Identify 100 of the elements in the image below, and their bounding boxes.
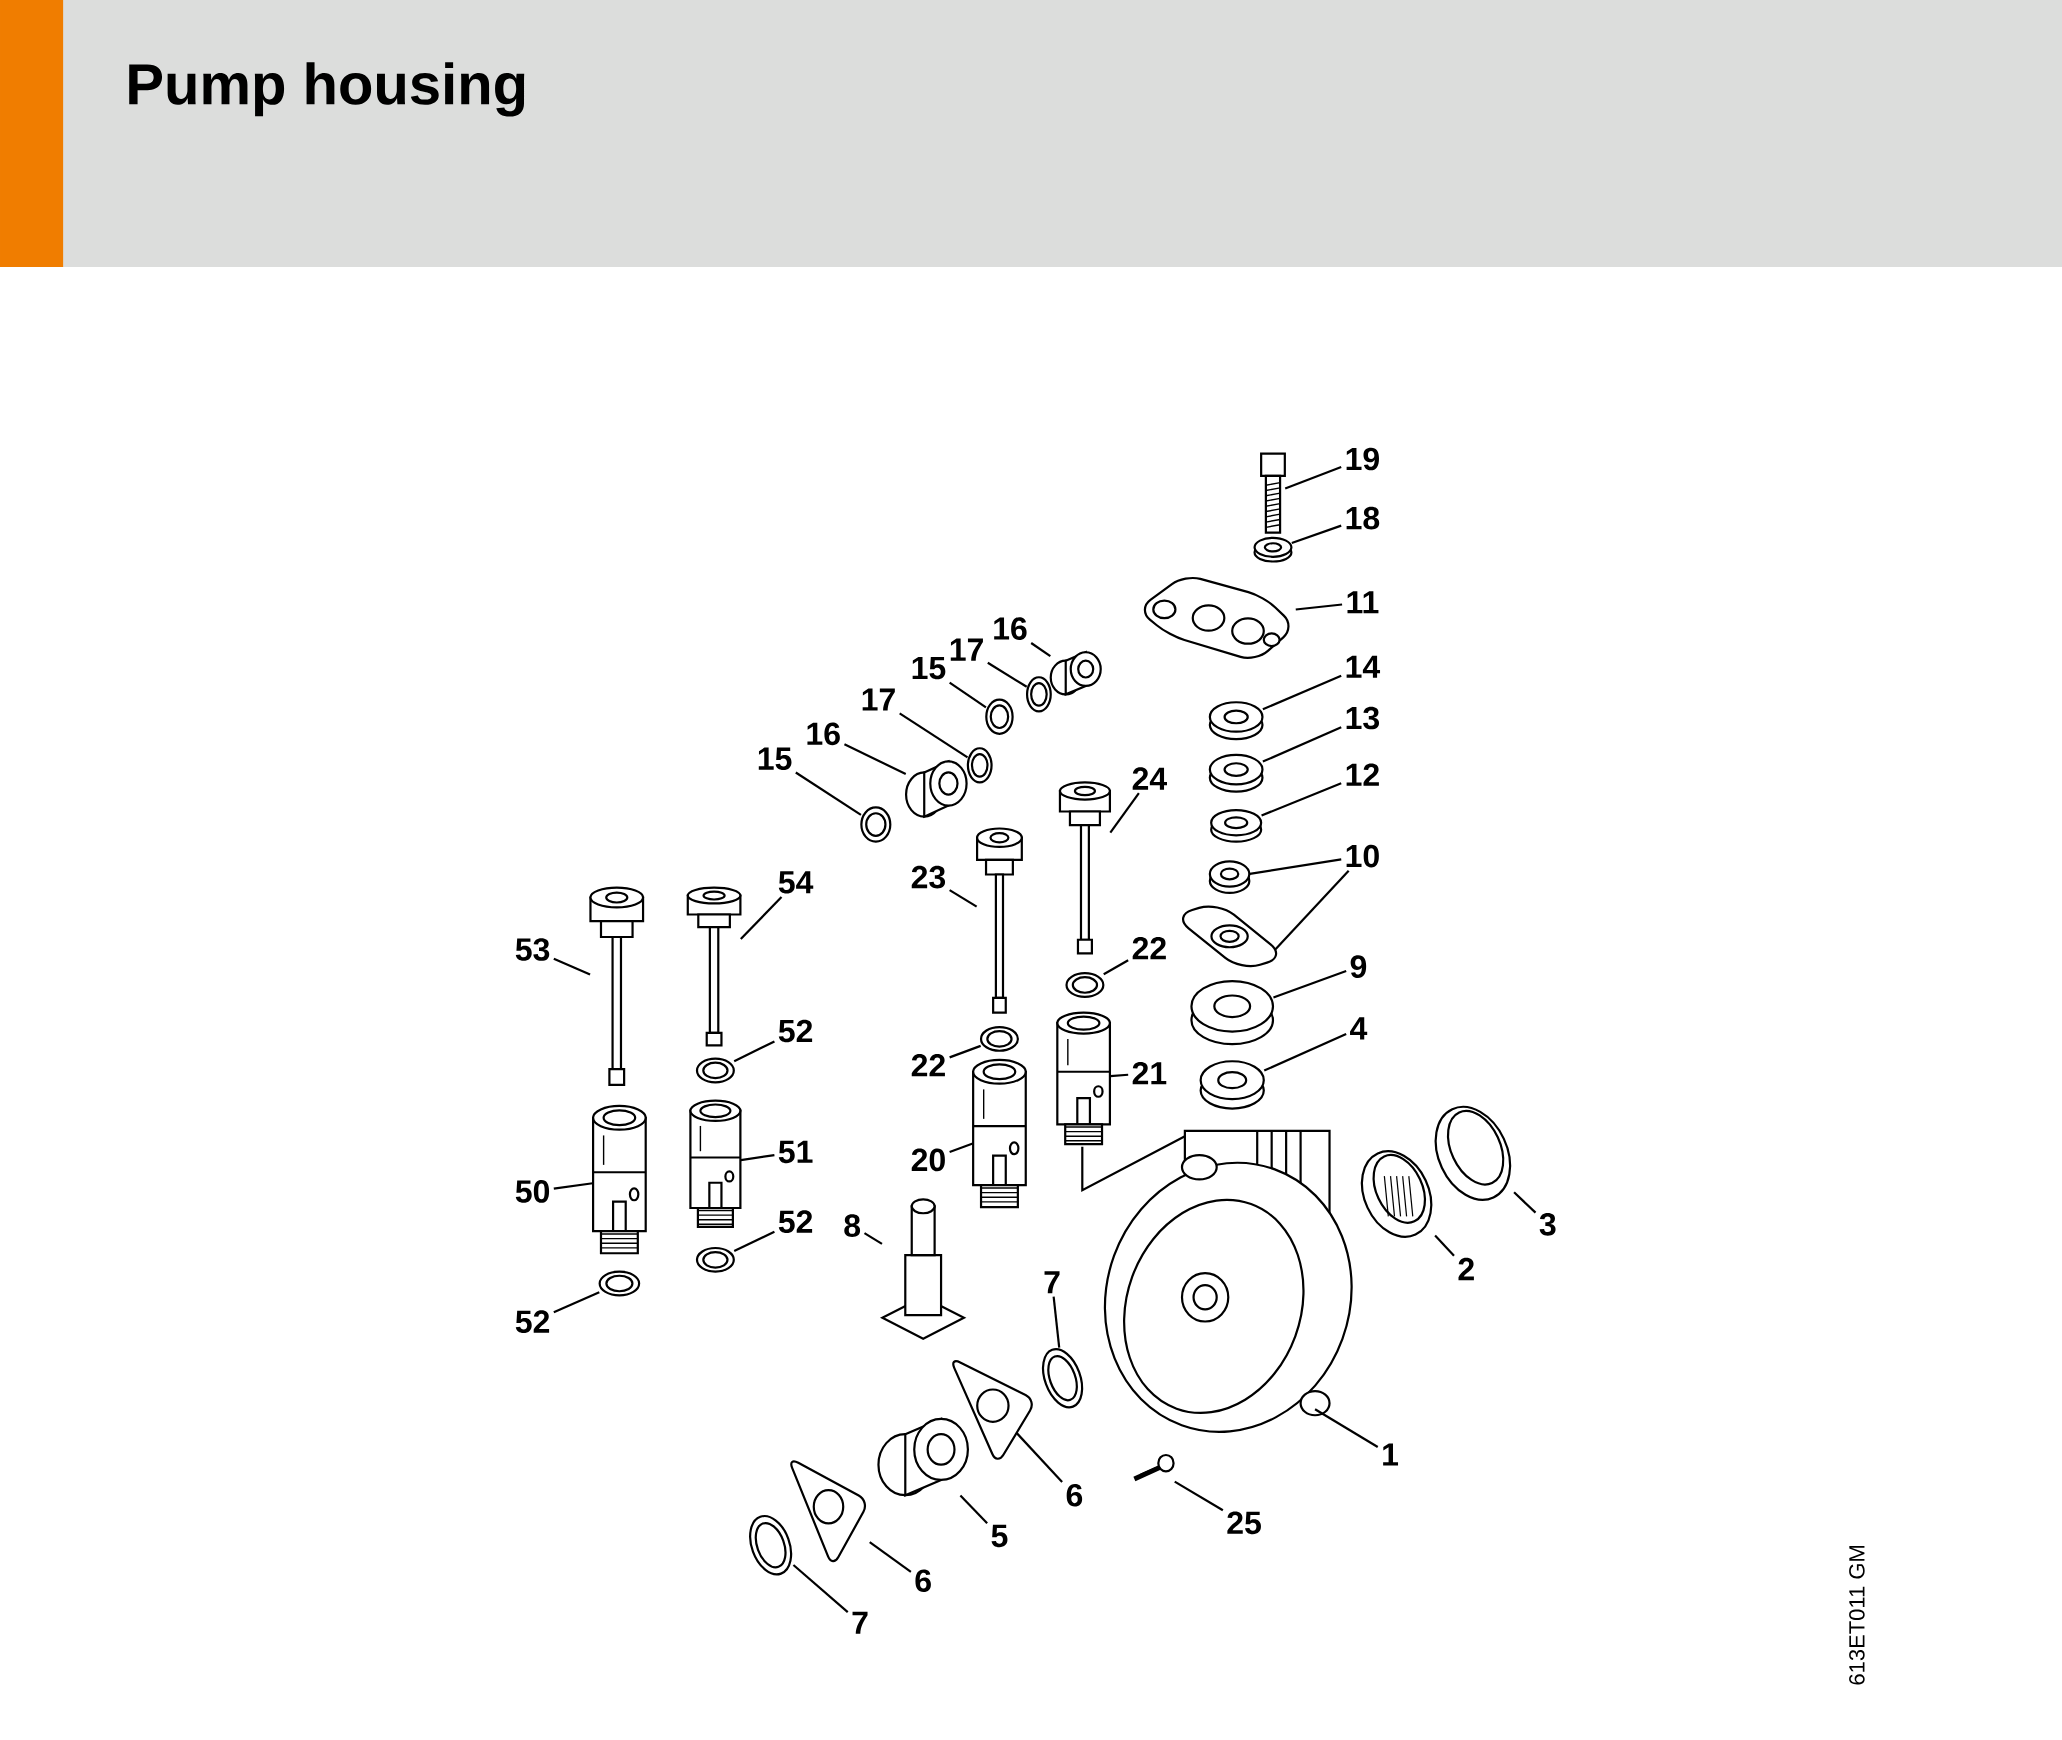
washer-drawing [1253,536,1293,563]
leader-line [1103,959,1129,976]
leader-line [1262,726,1342,763]
circlip-drawing [1041,1348,1084,1409]
leader-line [1261,782,1342,817]
stem-drawing [589,886,645,1087]
callout-number: 52 [515,1310,550,1334]
drawing-number: 613ET011 GM [1849,1546,1865,1685]
leader-line [1284,466,1342,490]
leader-line [949,681,987,709]
callout-number: 8 [844,1214,861,1238]
callout-number: 12 [1346,763,1379,786]
callout-number: 52 [778,1019,813,1043]
bearing-drawing [1360,1150,1433,1238]
callout-number: 25 [1227,1511,1261,1535]
leader-line [959,1494,988,1525]
callout-number: 54 [778,871,814,894]
leader-line [733,1040,775,1063]
callout-number: 6 [915,1569,931,1593]
callout-number: 6 [1066,1484,1083,1507]
callout-number: 1 [1383,1443,1399,1466]
sleeve-drawing [592,1104,647,1255]
leader-line [987,661,1028,688]
callout-number: 18 [1346,506,1380,530]
leader-line [1513,1191,1537,1214]
oring-drawing [979,1026,1019,1052]
leader-line [863,1232,883,1245]
callout-number: 9 [1350,955,1367,978]
callout-number: 4 [1350,1017,1368,1040]
callout-number: 50 [515,1180,550,1203]
callout-number: 19 [1346,447,1379,471]
leader-line [1249,858,1342,876]
washer-drawing [1208,860,1251,895]
circlip-drawing [749,1515,793,1576]
stem-drawing [1058,781,1111,955]
callout-number: 7 [1044,1271,1060,1294]
callout-number: 20 [911,1148,945,1172]
callout-number: 53 [515,938,550,961]
callout-number: 21 [1132,1062,1167,1085]
gasket-drawing [1182,905,1278,968]
callout-number: 10 [1346,844,1379,868]
oring-drawing [985,698,1014,735]
callout-number: 23 [911,865,946,889]
cover-drawing [1143,577,1290,659]
leader-line [1295,603,1343,611]
callout-number: 22 [911,1054,945,1077]
washer-drawing [1210,809,1263,843]
oring-drawing [1025,676,1052,713]
washer-drawing [1208,701,1264,741]
leader-line [792,1564,849,1614]
washer-drawing [1208,753,1264,793]
leader-line [1291,524,1342,545]
leader-line [869,1541,912,1573]
oring-drawing [860,806,892,843]
leader-line [1262,674,1342,711]
oring-drawing [695,1247,735,1273]
callout-number: 2 [1458,1257,1474,1281]
washer-drawing [1199,1060,1265,1110]
callout-number: 11 [1347,591,1379,614]
leader-line [1314,1408,1379,1449]
stem-drawing [976,827,1023,1014]
leader-line [740,896,783,940]
callout-number: 16 [994,617,1027,640]
sleeve-drawing [689,1099,742,1229]
oring-drawing [1065,972,1105,998]
callout-number: 14 [1346,655,1381,678]
callout-number: 24 [1132,767,1167,790]
callout-number: 22 [1132,937,1166,960]
leader-line [553,957,591,976]
leader-line [1110,1073,1129,1078]
callout-number: 15 [912,656,946,680]
callout-number: 17 [862,688,895,711]
leader-line [1052,1296,1061,1348]
leader-line [740,1154,775,1162]
callout-number: 5 [991,1524,1008,1548]
leader-line [949,1142,974,1154]
callout-number: 7 [852,1611,868,1634]
callout-number: 51 [778,1140,813,1164]
leader-line [1274,870,1350,951]
leader-line [1030,642,1051,658]
leader-line [553,1182,593,1190]
callout-number: 13 [1346,706,1380,730]
callout-number: 15 [758,747,792,771]
callout-number: 3 [1539,1213,1556,1236]
leader-line [949,889,978,908]
sleeve-drawing [972,1058,1027,1209]
oring-drawing [695,1057,735,1084]
leader-line [1434,1234,1455,1257]
leader-line [1263,1032,1347,1072]
callout-number: 52 [778,1210,813,1234]
sealring-drawing [1434,1105,1512,1201]
housing-drawing [1103,1129,1353,1433]
title: Pump housing [129,62,525,117]
leader-line [1109,792,1140,834]
bolt-drawing [1260,452,1286,534]
leader-line [949,1044,982,1059]
leader-line [733,1230,775,1252]
bushing-drawing [877,1417,969,1497]
leader-line [553,1291,600,1314]
leader-line [843,743,907,776]
